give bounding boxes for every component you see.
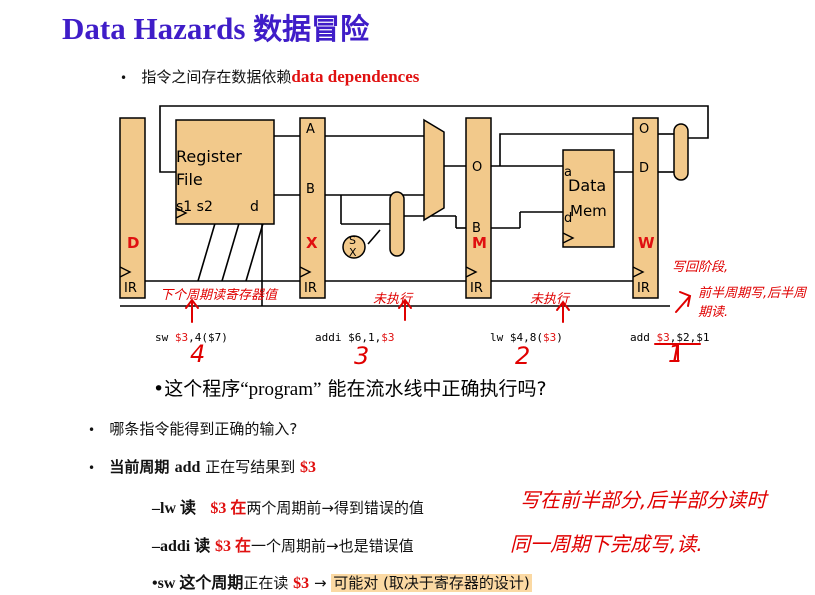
sub-addi-c: 一个周期前→也是错误值	[251, 537, 414, 555]
sub-sw-d: →	[309, 574, 332, 592]
bullet-dependences-term: data dependences	[291, 67, 420, 86]
hand-num-1: 1	[668, 340, 684, 368]
page-title: Data Hazards 数据冒险	[62, 6, 369, 48]
instr-add: add $3,$2,$1	[630, 331, 710, 344]
instr-addi: addi $6,1,$3	[315, 331, 395, 344]
pipeline-diagram: Register File s1 s2 d Data Mem a d A B O…	[119, 105, 709, 360]
regfile-label-2: File	[176, 170, 203, 189]
sub-sw-b: 正在读	[243, 574, 294, 592]
dmem-port-d: d	[564, 211, 572, 226]
bullet-current-a: 当前周期	[109, 458, 175, 476]
ir-w: IR	[637, 281, 650, 296]
hand-note-right2: 前半周期写,后半周期读.	[698, 286, 807, 320]
sub-sw-c: $3	[293, 575, 310, 592]
sub-sw-a: •sw 这个周期	[152, 575, 244, 592]
question-term: “program”	[240, 379, 322, 400]
hand-num-3: 3	[354, 342, 370, 370]
port-b-m: B	[472, 221, 481, 236]
sub-lw-b: $3 在	[210, 500, 247, 517]
port-o-w: O	[639, 122, 649, 137]
hand-num-2: 2	[515, 342, 531, 370]
ir-x: IR	[304, 281, 317, 296]
latch-m-label: M	[472, 234, 487, 252]
bullet-which: • 哪条指令能得到正确的输入?	[88, 420, 298, 438]
bullet-current-c: 正在写结果到	[200, 458, 300, 476]
sub-sw-e: 可能对 (取决于寄存器的设计)	[331, 574, 532, 592]
sub-addi-b: $3 在	[215, 538, 252, 555]
bullet-current: • 当前周期 add 正在写结果到 $3	[88, 458, 316, 476]
ir-d: IR	[124, 281, 137, 296]
bullet-current-d: $3	[299, 459, 316, 476]
dmem-label-1: Data	[568, 176, 606, 195]
sx-x: X	[349, 246, 357, 259]
instr-lw: lw $4,8($3)	[490, 331, 563, 344]
port-b: B	[306, 182, 315, 197]
sub-addi-a: –addi 读	[152, 538, 211, 555]
latch-d-label: D	[127, 234, 139, 252]
regfile-label-1: Register	[176, 147, 242, 166]
bullet-dependences-text: 指令之间存在数据依赖	[141, 68, 292, 86]
question-lead: •这个程序	[153, 378, 241, 400]
sx-s: S	[349, 234, 356, 247]
sub-addi: –addi 读 $3 在一个周期前→也是错误值	[152, 532, 414, 556]
title-english: Data Hazards	[62, 11, 246, 46]
sub-sw: •sw 这个周期正在读 $3 → 可能对 (取决于寄存器的设计)	[152, 569, 532, 593]
hand-note-bottom2: 同一周期下完成写,读.	[510, 532, 703, 556]
regfile-ports: s1 s2	[176, 199, 213, 215]
bullet-which-text: 哪条指令能得到正确的输入?	[109, 420, 298, 438]
latch-w-label: W	[638, 234, 655, 252]
dmem-port-a: a	[564, 165, 572, 180]
dmem-label-2: Mem	[570, 202, 607, 220]
regfile-dest: d	[250, 199, 259, 215]
sub-lw: –lw 读 $3 在两个周期前→得到错误的值	[152, 494, 424, 518]
latch-x-label: X	[306, 234, 318, 252]
hand-note-b: 未执行	[530, 292, 570, 307]
sub-lw-c: 两个周期前→得到错误的值	[246, 499, 424, 517]
title-chinese: 数据冒险	[253, 12, 370, 46]
hand-note-right1: 写回阶段,	[672, 260, 729, 275]
port-a: A	[306, 122, 315, 137]
hand-num-4: 4	[190, 340, 206, 368]
hand-note-left: 下个周期读寄存器值	[160, 288, 278, 303]
hand-note-bottom1: 写在前半部分,后半部分读时	[520, 488, 767, 512]
question-line: •这个程序“program” 能在流水线中正确执行吗?	[153, 374, 547, 401]
port-d-w: D	[639, 161, 649, 176]
instr-sw: sw $3,4($7)	[155, 331, 228, 344]
hand-note-a: 未执行	[373, 292, 413, 307]
question-rest: 能在流水线中正确执行吗?	[321, 378, 547, 400]
port-o: O	[472, 160, 482, 175]
ir-m: IR	[470, 281, 483, 296]
bullet-dependences: • 指令之间存在数据依赖data dependences	[120, 67, 420, 86]
bullet-current-b: add	[174, 459, 201, 476]
sub-lw-a: –lw 读	[152, 500, 197, 517]
